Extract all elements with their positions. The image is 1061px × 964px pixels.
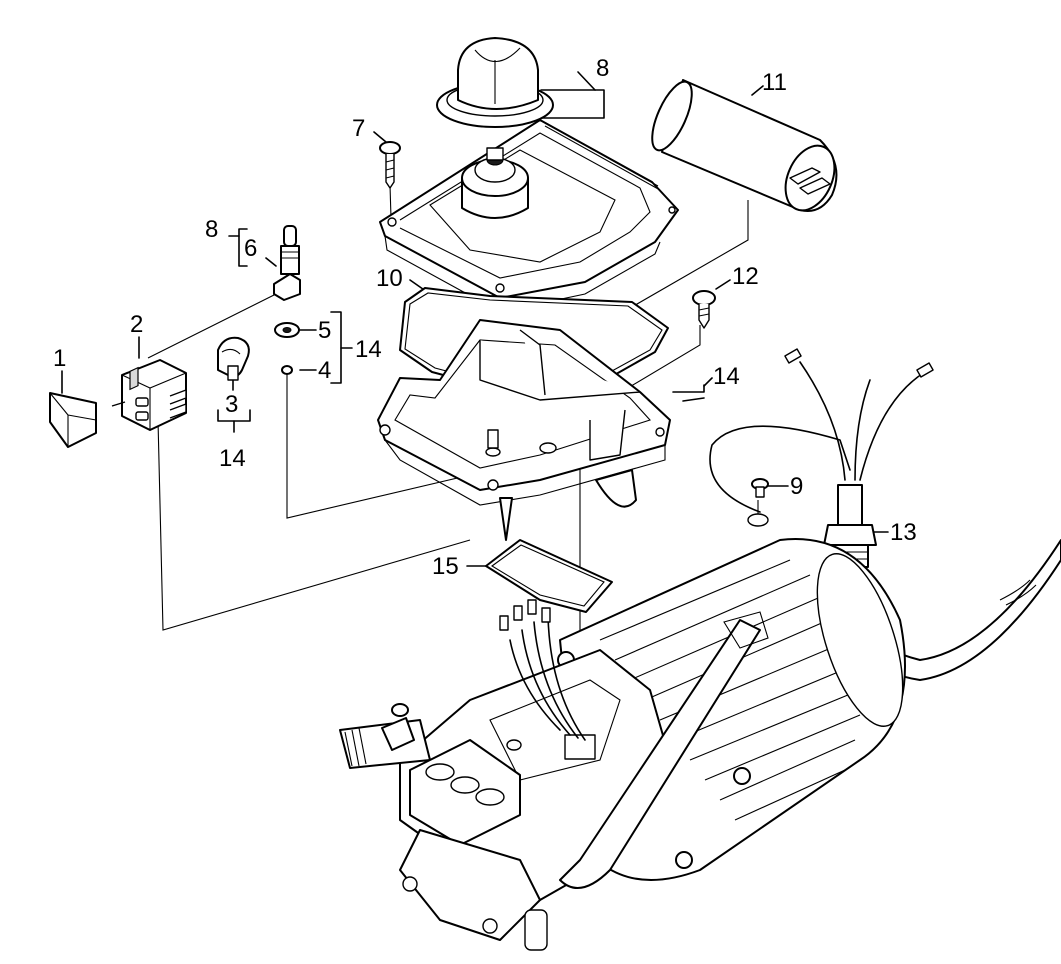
label-part-14-left: 14 xyxy=(219,445,246,472)
label-part-8-left: 8 xyxy=(205,216,218,243)
part-5-washer xyxy=(274,322,300,338)
part-15-gasket xyxy=(485,539,613,613)
label-part-3: 3 xyxy=(225,391,238,418)
part-12-screw xyxy=(692,290,716,329)
label-part-10: 10 xyxy=(376,265,403,292)
part-4-o-ring xyxy=(281,365,293,375)
part-1-terminal-plate xyxy=(49,392,97,448)
part-9-screw xyxy=(751,478,769,498)
label-part-5: 5 xyxy=(318,317,331,344)
leader-lines xyxy=(61,71,889,740)
label-part-1: 1 xyxy=(53,345,66,372)
label-part-7: 7 xyxy=(352,115,365,142)
part-7-screw xyxy=(379,141,401,189)
part-labels: 1 2 3 4 5 6 7 8 8 9 10 11 12 13 14 14 14… xyxy=(53,55,917,580)
part-8-cover-assembly xyxy=(379,37,679,313)
label-part-4: 4 xyxy=(318,357,331,384)
label-part-2: 2 xyxy=(130,311,143,338)
label-part-8-top: 8 xyxy=(596,55,609,82)
label-part-14-middle: 14 xyxy=(355,336,382,363)
label-part-6: 6 xyxy=(244,235,257,262)
switch-box-base xyxy=(377,319,671,541)
part-11-capacitor xyxy=(651,79,838,212)
part-3-clip xyxy=(217,336,250,381)
motor-pump-unit xyxy=(339,538,906,951)
label-part-14-right: 14 xyxy=(713,363,740,390)
label-part-9: 9 xyxy=(790,473,803,500)
label-part-15: 15 xyxy=(432,553,459,580)
part-2-micro-switch xyxy=(111,359,187,431)
part-6-pin xyxy=(273,225,301,301)
label-part-12: 12 xyxy=(732,263,759,290)
label-part-13: 13 xyxy=(890,519,917,546)
label-part-11: 11 xyxy=(762,69,787,96)
